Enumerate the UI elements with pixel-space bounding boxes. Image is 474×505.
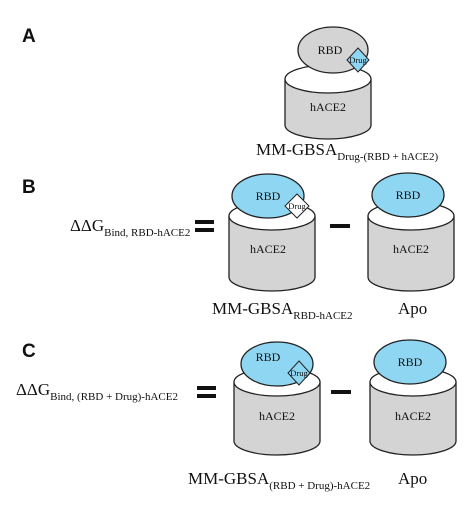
panel-c-captions: MM-GBSA(RBD + Drug)-hACE2 Apo xyxy=(188,469,427,492)
rbd-label: RBD xyxy=(398,355,423,369)
rbd-label: RBD xyxy=(318,43,343,57)
drug-label: Drug xyxy=(290,368,308,378)
minus-sign xyxy=(331,390,351,394)
caption-left-main: MM-GBSA xyxy=(212,299,294,318)
rbd-shape xyxy=(373,339,447,385)
caption-left-main: MM-GBSA xyxy=(188,469,270,488)
lhs-main: ΔΔG xyxy=(16,380,50,399)
caption-right: Apo xyxy=(398,299,427,318)
rbd-label: RBD xyxy=(396,188,421,202)
equals-sign xyxy=(197,386,216,398)
drug-shape xyxy=(346,47,370,73)
drug-label: Drug xyxy=(349,55,367,65)
svg-text:MM-GBSA(RBD + Drug)-hACE2: MM-GBSA(RBD + Drug)-hACE2 xyxy=(188,469,370,492)
panel-a-complex: hACE2 RBD Drug xyxy=(284,26,372,140)
caption-right: Apo xyxy=(398,469,427,488)
hace2-label: hACE2 xyxy=(393,242,429,256)
caption-left-subscript: (RBD + Drug)-hACE2 xyxy=(269,480,370,492)
rbd-label: RBD xyxy=(256,189,281,203)
equation-subscript: Drug-(RBD + hACE2) xyxy=(337,151,438,163)
panel-b-lhs: ΔΔGBind, RBD-hACE2 xyxy=(70,216,190,239)
rbd-label: RBD xyxy=(256,350,281,364)
panel-a-letter: A xyxy=(22,26,36,47)
svg-text:ΔΔGBind, RBD-hACE2: ΔΔGBind, RBD-hACE2 xyxy=(70,216,190,239)
drug-shape xyxy=(287,360,311,386)
equation-main: MM-GBSA xyxy=(256,140,338,159)
hace2-label: hACE2 xyxy=(259,409,295,423)
rbd-shape xyxy=(371,172,445,218)
lhs-subscript: Bind, (RBD + Drug)-hACE2 xyxy=(50,391,178,403)
panel-c-apo: hACE2 RBD xyxy=(369,339,457,456)
panel-b-apo: hACE2 RBD xyxy=(367,172,455,292)
caption-left-subscript: RBD-hACE2 xyxy=(293,310,352,322)
drug-shape xyxy=(284,193,310,219)
panel-a-equation: MM-GBSADrug-(RBD + hACE2) xyxy=(256,140,439,163)
equals-sign xyxy=(195,220,214,232)
panel-c-letter: C xyxy=(22,341,36,362)
panel-c-complex: hACE2 RBD Drug xyxy=(233,341,321,456)
lhs-main: ΔΔG xyxy=(70,216,104,235)
panel-b-captions: MM-GBSARBD-hACE2 Apo xyxy=(212,299,427,322)
svg-text:MM-GBSADrug-(RBD + hACE2): MM-GBSADrug-(RBD + hACE2) xyxy=(256,140,439,163)
hace2-label: hACE2 xyxy=(310,100,346,114)
svg-text:MM-GBSARBD-hACE2: MM-GBSARBD-hACE2 xyxy=(212,299,353,322)
lhs-subscript: Bind, RBD-hACE2 xyxy=(104,227,190,239)
hace2-label: hACE2 xyxy=(250,242,286,256)
panel-b-complex: hACE2 RBD Drug xyxy=(228,173,316,292)
panel-c-lhs: ΔΔGBind, (RBD + Drug)-hACE2 xyxy=(16,380,178,403)
svg-text:ΔΔGBind, (RBD + Drug)-hACE2: ΔΔGBind, (RBD + Drug)-hACE2 xyxy=(16,380,178,403)
minus-sign xyxy=(330,224,350,228)
drug-label: Drug xyxy=(288,201,306,211)
panel-b-letter: B xyxy=(22,177,36,198)
hace2-label: hACE2 xyxy=(395,409,431,423)
